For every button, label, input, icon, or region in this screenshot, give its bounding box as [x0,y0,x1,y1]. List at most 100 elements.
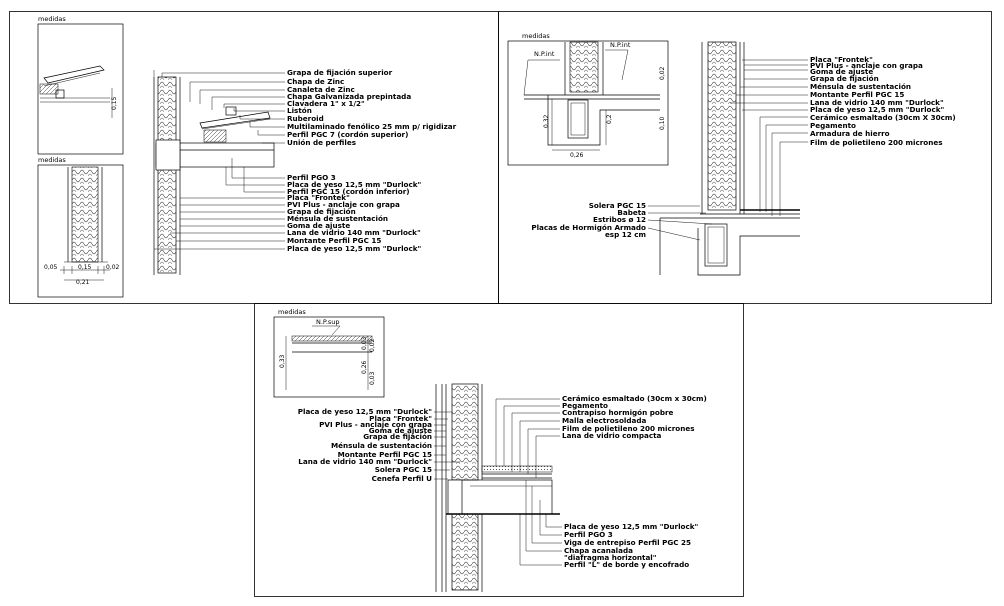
label-roof-21: Placa de yeso 12,5 mm "Durlock" [287,244,422,253]
dim-002-base: 0,02 [659,66,666,80]
label-base-r11: Armadura de hierro [810,129,890,138]
label-base-r8: Placa de yeso 12,5 mm "Durlock" [810,105,945,114]
thumbnail-wall: medidas 0,05 0,15 0,02 0,21 [37,156,124,298]
label-roof-14: Placa "Frontek" [287,193,350,202]
label-slab-l9: Solera PGC 15 [375,465,432,474]
label-base-r7: Lana de vidrio 140 mm "Durlock" [810,98,944,107]
label-roof-3: Canaleta de Zinc [287,85,355,94]
dim-015: 0,15 [78,264,92,271]
dim-021: 0,21 [76,279,90,286]
label-slab-l1: Placa de yeso 12,5 mm "Durlock" [298,407,433,416]
label-roof-17: Ménsula de sustentación [287,214,388,223]
thumbnail-roof: medidas 0,15 [37,15,124,155]
label-slab-l5: Grapa de fijación [363,432,432,441]
label-roof-20: Montante Perfil PGC 15 [287,236,381,245]
label-base-r10: Pegamento [810,121,856,130]
dim-005: 0,05 [44,264,58,271]
panel-slab-detail: medidas N.P.sup 0,33 0,03 0,02 0,26 0,03 [273,308,707,592]
label-roof-8: Multilaminado fenólico 25 mm p/ rigidiza… [287,122,457,131]
dim-010: 0,10 [659,116,666,130]
dim-015-vertical: 0,15 [111,96,118,110]
panel-wall-base-detail: medidas N.P.int N.P.int 0,32 0,2 0,02 0,… [507,32,956,276]
label-slab-rt6: Lana de vidrio compacta [562,431,662,440]
label-base-l4: Placas de Hormigón Armado [531,223,646,232]
label-roof-5: Clavadera 1" x 1/2" [287,99,365,108]
label-slab-l2: Placa "Frontek" [369,414,432,423]
label-slab-l3: PVI Plus - anclaje con grapa [319,420,432,429]
label-base-r3: Goma de ajuste [810,67,873,76]
np-int-left: N.P.int [534,50,555,58]
base-labels-left: Solera PGC 15 Babeta Estribos ø 12 Placa… [531,201,646,239]
dim-026-slab: 0,26 [361,360,368,374]
panel-frames [9,11,992,597]
label-roof-16: Grapa de fijación [287,207,356,216]
dim-02: 0,2 [606,114,613,124]
label-roof-4: Chapa Galvanizada prepintada [287,92,411,101]
label-slab-l10: Cenefa Perfil U [372,474,433,483]
base-leaders [647,59,808,241]
label-slab-rt1: Cerámico esmaltado (30cm x 30cm) [562,394,707,403]
label-roof-11: Perfil PGO 3 [287,173,336,182]
label-base-r9: Cerámico esmaltado (30cm X 30cm) [810,113,956,122]
roof-leaders [154,72,285,250]
label-base-r12: Film de polietileno 200 micrones [810,138,943,147]
base-labels-right: Placa "Frontek" PVI Plus - anclaje con g… [810,55,956,147]
label-base-r1: Placa "Frontek" [810,55,873,64]
label-slab-rb5: "diafragma horizontal" [564,553,657,562]
label-roof-2: Chapa de Zinc [287,77,344,86]
label-base-l1: Solera PGC 15 [589,201,646,210]
label-roof-12: Placa de yeso 12,5 mm "Durlock" [287,180,422,189]
label-slab-l8: Lana de vidrio 140 mm "Durlock" [298,457,432,466]
label-roof-19: Lana de vidrio 140 mm "Durlock" [287,228,421,237]
label-base-r4: Grapa de fijación [810,74,879,83]
label-base-l2: Babeta [617,208,646,217]
dim-003-a: 0,03 [361,336,368,350]
label-base-l5: esp 12 cm [605,230,646,239]
dim-003-b: 0,03 [369,371,376,385]
thumbnail-base: medidas N.P.int N.P.int 0,32 0,2 0,02 0,… [507,32,669,166]
label-slab-l4: Goma de ajuste [369,426,432,435]
label-slab-l6: Ménsula de sustentación [331,441,432,450]
label-slab-rt5: Film de polietileno 200 micrones [562,424,695,433]
panel-roof-detail: medidas 0,15 medidas 0,05 0,15 0,02 [37,15,457,298]
roof-section-drawing [153,70,275,275]
label-roof-15: PVI Plus - anclaje con grapa [287,200,400,209]
thumbnail-caption-wall: medidas [38,156,66,164]
label-roof-18: Goma de ajuste [287,221,350,230]
slab-labels-right-bottom: Placa de yeso 12,5 mm "Durlock" Perfil P… [564,522,699,569]
slab-leaders [434,398,562,566]
label-roof-1: Grapa de fijación superior [287,68,393,77]
thumbnail-caption-slab: medidas [278,308,306,316]
label-roof-6: Listón [287,106,312,115]
label-base-l3: Estribos ø 12 [593,215,646,224]
label-slab-rb3: Viga de entrepiso Perfil PGC 25 [564,538,691,547]
label-base-r5: Ménsula de sustentación [810,82,911,91]
slab-labels-left: Placa de yeso 12,5 mm "Durlock" Placa "F… [298,407,433,483]
label-slab-rb4: Chapa acanalada [564,546,633,555]
label-slab-rt4: Malla electrosoldada [562,416,646,425]
np-sup: N.P.sup [316,318,340,326]
wall-base-drawing [659,41,800,276]
label-slab-rt2: Pegamento [562,401,608,410]
label-roof-10: Unión de perfiles [287,138,356,147]
slab-labels-right-top: Cerámico esmaltado (30cm x 30cm) Pegamen… [562,394,707,440]
label-roof-9: Perfil PGC 7 (cordón superior) [287,130,408,139]
dim-033: 0,33 [279,354,286,368]
thumbnail-caption: medidas [38,15,66,23]
label-slab-rt3: Contrapiso hormigón pobre [562,408,674,417]
label-roof-7: Ruberoid [287,114,324,123]
label-slab-rb2: Perfil PGO 3 [564,530,613,539]
dim-032: 0,32 [543,114,550,128]
label-slab-rb6: Perfil "L" de borde y encofrado [564,560,689,569]
label-slab-rb1: Placa de yeso 12,5 mm "Durlock" [564,522,699,531]
label-base-r6: Montante Perfil PGC 15 [810,90,904,99]
dim-002-slab: 0,02 [369,338,376,352]
dim-002: 0,02 [106,264,120,271]
label-roof-13: Perfil PGC 15 (cordón inferior) [287,187,410,196]
thumbnail-caption-base: medidas [522,32,550,40]
roof-labels: Grapa de fijación superior Chapa de Zinc… [287,68,457,253]
thumbnail-slab: medidas N.P.sup 0,33 0,03 0,02 0,26 0,03 [273,308,385,398]
np-int-right: N.P.int [610,41,631,49]
slab-section-drawing [435,383,560,592]
